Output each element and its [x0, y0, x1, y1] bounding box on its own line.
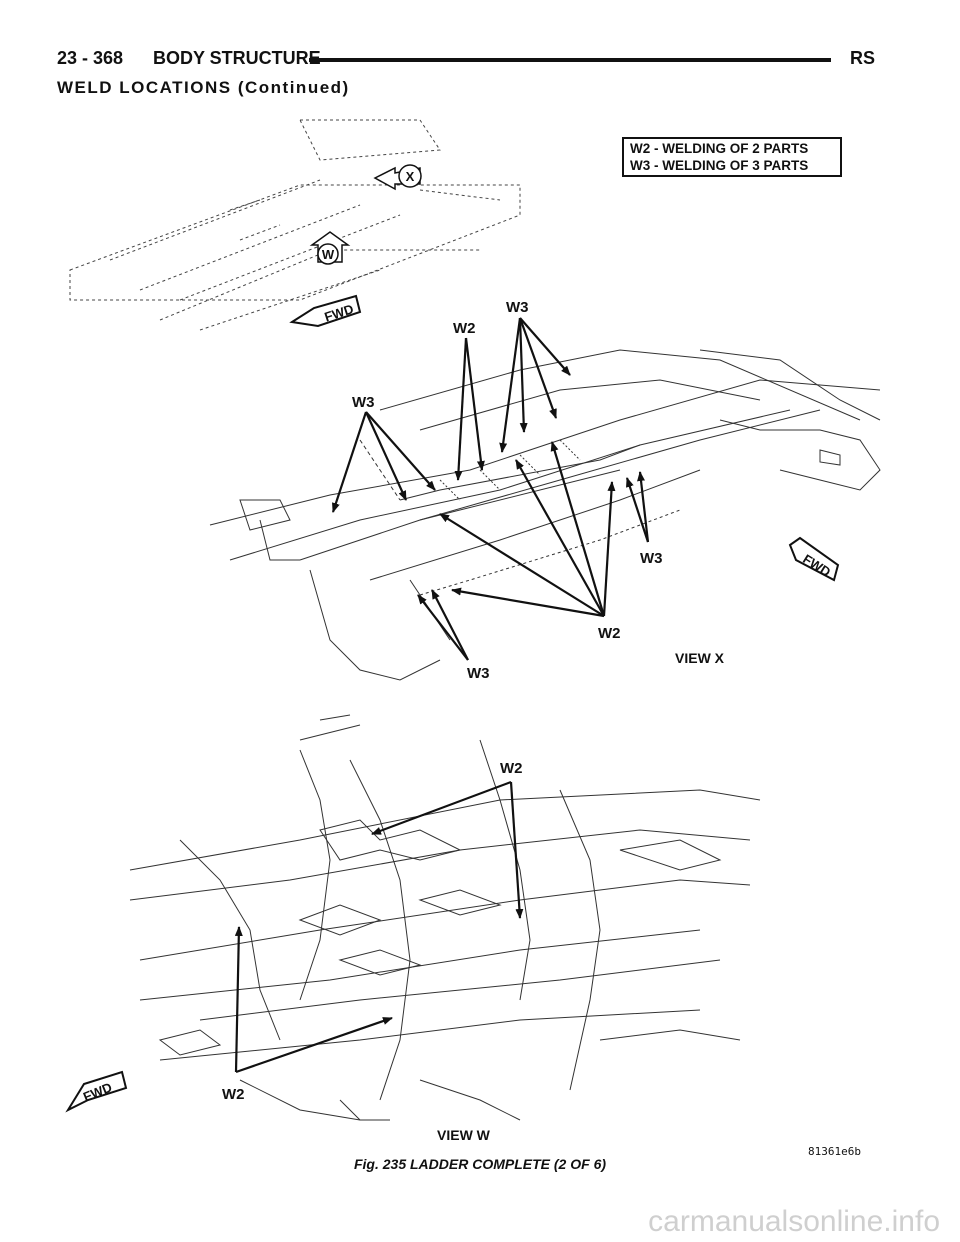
view-x-label-w3-bottom: W3 [467, 665, 490, 682]
art-code: 81361e6b [808, 1145, 861, 1158]
view-x-marker: X [373, 164, 422, 191]
view-x-label-w2-bottom: W2 [598, 625, 621, 642]
fwd-arrow-overview: FWD [289, 294, 362, 328]
view-w-label-w2-bottom: W2 [222, 1086, 245, 1103]
figure-caption: Fig. 235 LADDER COMPLETE (2 OF 6) [353, 1156, 607, 1172]
view-w-marker: W [309, 231, 351, 265]
model-code: RS [849, 48, 875, 68]
view-x-label-w3-left: W3 [352, 394, 375, 411]
fwd-arrow-view-w: FWD [65, 1070, 128, 1113]
view-x-label-w3-top: W3 [506, 299, 529, 316]
weld-legend: W2 - WELDING OF 2 PARTS W3 - WELDING OF … [622, 137, 842, 177]
legend-w3: W3 - WELDING OF 3 PARTS [630, 158, 809, 173]
view-x-drawing [209, 349, 881, 681]
view-w-label-w2-top: W2 [500, 760, 523, 777]
fwd-arrow-view-x: FWD [788, 536, 840, 582]
view-x-leaders [331, 317, 650, 661]
view-w-title: VIEW W [437, 1127, 490, 1143]
watermark: carmanualsonline.info [648, 1205, 940, 1238]
marker-w-label: W [322, 247, 335, 262]
section-title: BODY STRUCTURE [153, 48, 321, 68]
page-header: 23 - 368 BODY STRUCTURE RS [57, 44, 875, 74]
page-number: 23 - 368 [57, 48, 124, 68]
view-w-leaders [234, 780, 524, 1074]
legend-w2: W2 - WELDING OF 2 PARTS [630, 141, 809, 156]
view-x-labels: W3 W2 W3 W3 W2 W3 [352, 299, 663, 682]
view-w-drawing [129, 714, 761, 1121]
view-x-label-w3-right: W3 [640, 550, 663, 567]
overview-drawing [69, 119, 521, 331]
view-w-labels: W2 W2 [222, 760, 523, 1103]
header-rule [309, 58, 831, 62]
view-x-label-w2-top: W2 [453, 320, 476, 337]
subheading: WELD LOCATIONS (Continued) [57, 78, 350, 97]
view-x-title: VIEW X [675, 650, 725, 666]
marker-x-label: X [406, 169, 415, 184]
